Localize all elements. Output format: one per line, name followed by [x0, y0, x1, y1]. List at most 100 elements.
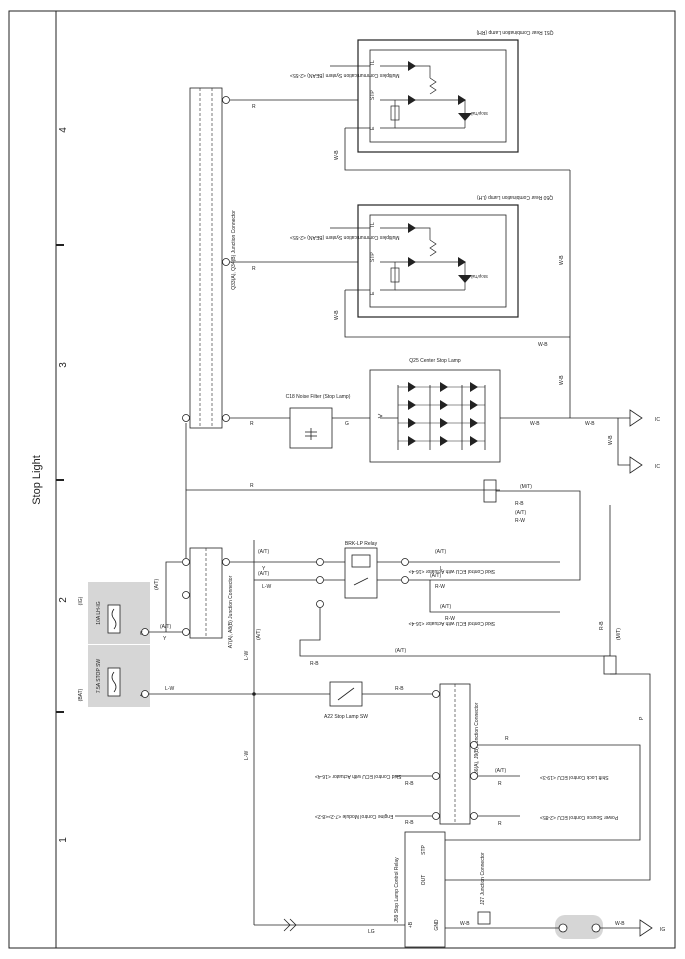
stop-lamp-control-relay-label: J59 Stop Lamp Control Relay	[394, 857, 400, 923]
lamp-pin-stp: STP	[370, 90, 376, 100]
wire	[299, 608, 610, 657]
jc-q33-block	[189, 87, 223, 429]
fuse-element	[111, 608, 117, 630]
brk-lp-relay-box	[344, 547, 378, 599]
center-stop-lamp-label: Q25 Center Stop Lamp	[409, 358, 461, 364]
wire	[344, 290, 570, 338]
wire-label: (A/T)	[435, 549, 446, 555]
wire-label: G	[345, 421, 349, 427]
wire-label: W-B	[334, 310, 340, 320]
connector-pin-icon	[182, 628, 190, 636]
connector-pin-icon	[141, 690, 149, 698]
connector-pin-icon	[182, 414, 190, 422]
fuse-element	[111, 671, 117, 693]
power-source: Power Source Control ECU <2-85>	[540, 814, 618, 820]
wire-label: W-B	[530, 421, 540, 427]
multiplex-lh: Multiplex Communication System (BEAN) <2…	[290, 234, 400, 240]
relay-pin-stp: STP	[421, 844, 427, 854]
ground-icon	[629, 409, 643, 427]
wire-label: R-B	[395, 686, 404, 692]
connector-pin-icon	[558, 923, 568, 933]
connector-pin-icon	[316, 600, 324, 608]
skid-ecu-2: Skid Control ECU with Actuator <16-4>	[408, 620, 495, 626]
ground-connector-box	[555, 915, 603, 939]
lamp-pin-e: E	[370, 291, 376, 295]
wire-label: R	[498, 781, 502, 787]
connector-pin-icon	[222, 96, 230, 104]
center-stop-lamp-box	[369, 369, 501, 463]
wire-label: R-B	[515, 501, 524, 507]
switch-icon	[337, 687, 355, 701]
wire-label: R	[252, 266, 256, 272]
brk-lp-relay-label: BRK-LP Relay	[345, 541, 378, 547]
stop-fuse-label: 7.5A STOP SW	[96, 659, 102, 694]
wire	[429, 580, 560, 613]
connector-pin-icon	[432, 690, 440, 698]
zone-number-4: 4	[58, 127, 69, 133]
relay-pin-gnd: GND	[434, 919, 440, 931]
wire-label: (M/T)	[520, 484, 532, 490]
ignition-fuse-label: 10A LH-IG	[96, 601, 102, 624]
wire-label: W-B	[559, 255, 565, 265]
wire-label: R	[505, 736, 509, 742]
wire-label: W-B	[585, 421, 595, 427]
connector-pin-icon	[222, 558, 230, 566]
stop-fuse-pin: 4	[140, 693, 143, 699]
wire-label: (A/T)	[515, 510, 526, 516]
wire-label: (A/T)	[258, 571, 269, 577]
jc-q33-label: Q33(A), Q34(B) Junction Connector	[231, 210, 237, 290]
lamp-pin-tl: TL	[370, 60, 376, 66]
wire-label: W-B	[460, 921, 470, 927]
wire-label: R-W	[445, 616, 455, 622]
connector-pin-icon	[470, 772, 478, 780]
stop-lamp-sw-label: A22 Stop Lamp SW	[324, 714, 368, 720]
ground-label: IC	[655, 417, 660, 423]
ground-label: IC	[655, 464, 660, 470]
wire-label: (M/T)	[616, 628, 622, 640]
jc-a36-label: A36(A), J9(B) Junction Connector	[474, 702, 480, 777]
rear-combo-lh-label: Q50 Rear Combination Lamp (LH)	[477, 194, 553, 200]
wire-label: Y	[262, 566, 266, 572]
connector-pin-icon	[470, 741, 478, 749]
wire-label: W-B	[559, 375, 565, 385]
wire-label: (A/T)	[154, 579, 160, 590]
wire-label: W-B	[334, 150, 340, 160]
wire-label: R	[498, 821, 502, 827]
wire-label: P	[639, 716, 645, 720]
wire	[165, 561, 182, 632]
wire-label: L	[440, 566, 443, 572]
wire-label: R	[250, 421, 254, 427]
wire-label: (A/T)	[495, 768, 506, 774]
rear-lamp-circuit-icon: Stop/Tail	[380, 61, 488, 129]
rear-combo-lh-outer	[357, 204, 519, 318]
rear-combo-lh-inner	[369, 214, 507, 308]
wire	[496, 490, 581, 505]
lamp-pin-stp: STP	[370, 252, 376, 262]
shift-lock: Shift Lock Control ECU <19-3>	[540, 774, 609, 780]
wire-label: L-W	[244, 751, 250, 760]
connector-pin-icon	[222, 258, 230, 266]
ig-label: (IG)	[78, 596, 84, 605]
connector-pin-icon	[401, 558, 409, 566]
relay-pin-b: +B	[408, 921, 414, 928]
wire	[344, 128, 570, 171]
wire-label: R	[252, 104, 256, 110]
rear-combo-rh-inner	[369, 49, 507, 143]
connector-pin-icon	[316, 558, 324, 566]
engine-module: Engine Control Module <7-2><8-2>	[315, 813, 393, 819]
relay-coil-icon	[351, 554, 371, 568]
page-title: Stop Light	[31, 455, 43, 505]
wire-label: R-B	[310, 661, 319, 667]
skid-ecu-1: Skid Control ECU with Actuator <16-4>	[408, 568, 495, 574]
wire	[409, 505, 581, 581]
wire	[445, 673, 651, 881]
connector-pin-icon	[182, 558, 190, 566]
wire-label: (A/T)	[256, 629, 262, 640]
inline-connector-icon	[603, 655, 617, 675]
svg-text:Stop/Tail: Stop/Tail	[471, 111, 488, 116]
wire-label: L-W	[262, 584, 271, 590]
wire-label: (A/T)	[395, 648, 406, 654]
splice-arrow-icon	[283, 918, 297, 932]
